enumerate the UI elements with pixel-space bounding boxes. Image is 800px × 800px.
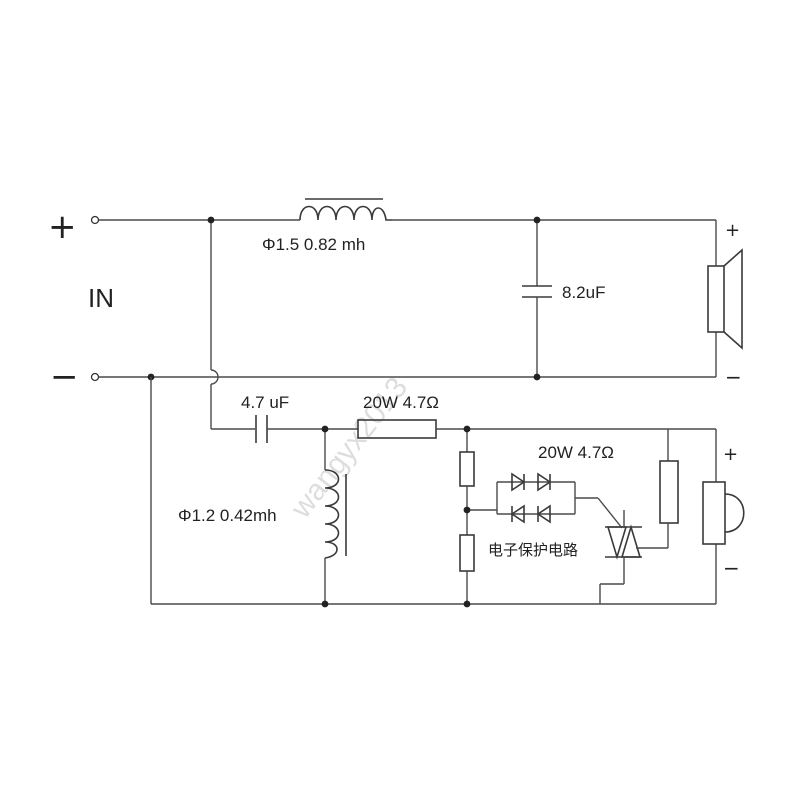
junction-dot [463,600,471,608]
woofer-plus-sign: + [725,220,740,241]
input-plus-sign: + [48,207,77,247]
input-minus-terminal [90,372,100,382]
woofer-speaker-icon [707,220,743,377]
woofer-inductor [299,198,392,221]
junction-dot [463,506,471,514]
tweeter-capacitor [255,415,268,443]
junction-dot [321,425,329,433]
input-terminals: + IN − [48,207,114,397]
triac [599,510,642,604]
tweeter-plus-sign: + [723,444,738,465]
woofer-capacitor-label: 8.2uF [562,283,605,302]
junction-dot [207,216,215,224]
woofer-inductor-label: Φ1.5 0.82 mh [262,235,365,254]
divider-upper-resistor [459,451,475,487]
woofer-capacitor [522,220,552,377]
junction-dot [533,373,541,381]
tweeter-resistor-label: 20W 4.7Ω [363,393,439,412]
protection-resistor [636,429,679,549]
woofer-minus-sign: − [725,365,742,389]
tweeter-capacitor-label: 4.7 uF [241,393,289,412]
junction-dot [533,216,541,224]
protection-divider [459,429,475,604]
tweeter-minus-sign: − [723,556,740,580]
junction-dot [321,600,329,608]
protection-circuit-label: 电子保护电路 [488,541,578,559]
woofer-section: Φ1.5 0.82 mh 8.2uF + − [99,198,743,429]
tweeter-inductor [324,429,347,604]
junction-dot [463,425,471,433]
input-minus-sign: − [50,357,79,397]
input-plus-terminal [90,215,100,225]
tweeter-inductor-label: Φ1.2 0.42mh [178,506,277,525]
input-label: IN [88,283,114,313]
divider-lower-resistor [459,534,475,572]
tweeter-section: 4.7 uF 20W 4.7Ω Φ1.2 0.42mh [150,377,745,608]
protection-resistor-label: 20W 4.7Ω [538,443,614,462]
diode-array [467,472,623,529]
tweeter-speaker-icon [702,429,745,604]
